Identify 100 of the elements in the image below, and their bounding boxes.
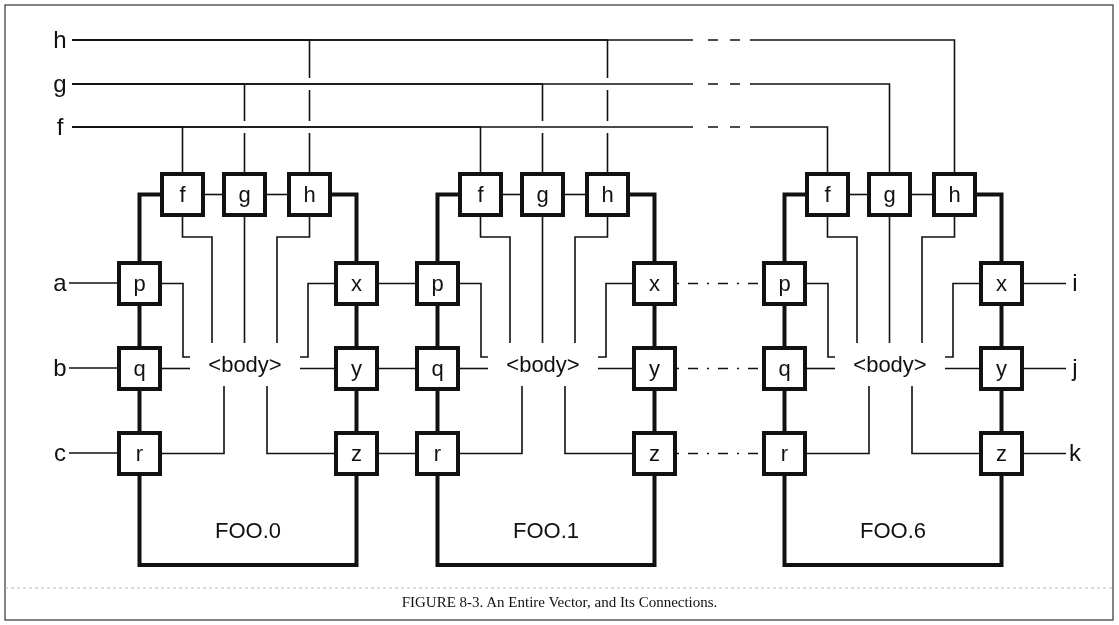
port-box: r bbox=[415, 431, 460, 476]
wire bbox=[652, 391, 657, 431]
wire bbox=[181, 216, 213, 344]
dashed-wire bbox=[71, 83, 891, 173]
port-box: g bbox=[867, 172, 912, 217]
wire bbox=[68, 282, 118, 284]
figure-caption: FIGURE 8-3. An Entire Vector, and Its Connections. bbox=[400, 594, 719, 611]
signal-label: g bbox=[51, 70, 69, 98]
signal-label: j bbox=[1066, 354, 1084, 382]
wire bbox=[435, 192, 458, 261]
wire bbox=[826, 216, 858, 344]
wire bbox=[435, 476, 657, 567]
wire bbox=[597, 367, 633, 370]
wire bbox=[435, 391, 440, 431]
port-box: y bbox=[632, 346, 677, 391]
port-box: q bbox=[415, 346, 460, 391]
port-box: y bbox=[334, 346, 379, 391]
port-box: h bbox=[585, 172, 630, 217]
port-box: r bbox=[117, 431, 162, 476]
wire bbox=[243, 216, 246, 344]
wire bbox=[137, 391, 142, 431]
port-box: x bbox=[334, 261, 379, 306]
wire bbox=[137, 306, 142, 346]
signal-label: c bbox=[51, 439, 69, 467]
wire bbox=[999, 391, 1004, 431]
signal-label: a bbox=[51, 269, 69, 297]
signal-label: k bbox=[1066, 439, 1084, 467]
wire bbox=[266, 193, 288, 196]
port-box: y bbox=[979, 346, 1024, 391]
cell-label: FOO.1 bbox=[513, 518, 579, 544]
wire bbox=[137, 192, 160, 261]
port-box: f bbox=[805, 172, 850, 217]
wire bbox=[921, 216, 956, 344]
wire bbox=[378, 282, 416, 285]
port-box: g bbox=[520, 172, 565, 217]
wire bbox=[911, 385, 980, 455]
wire bbox=[378, 367, 416, 370]
wire bbox=[299, 367, 335, 370]
wire bbox=[68, 367, 118, 369]
wire bbox=[161, 282, 191, 358]
signal-label: i bbox=[1066, 269, 1084, 297]
wire bbox=[68, 452, 118, 454]
port-box: f bbox=[458, 172, 503, 217]
port-box: x bbox=[632, 261, 677, 306]
port-box: z bbox=[334, 431, 379, 476]
wire bbox=[137, 476, 359, 567]
wire bbox=[435, 306, 440, 346]
wire bbox=[354, 391, 359, 431]
wire bbox=[806, 367, 836, 370]
body-label: <body> bbox=[190, 343, 300, 386]
wire bbox=[459, 385, 523, 455]
port-box: f bbox=[160, 172, 205, 217]
wire bbox=[332, 192, 359, 261]
cell-label: FOO.0 bbox=[215, 518, 281, 544]
wire bbox=[806, 282, 836, 358]
port-box: h bbox=[287, 172, 332, 217]
body-label: <body> bbox=[835, 343, 945, 386]
port-box: g bbox=[222, 172, 267, 217]
wire bbox=[911, 193, 933, 196]
wire bbox=[597, 282, 633, 358]
wire bbox=[299, 282, 335, 358]
dashed-wire bbox=[71, 126, 829, 173]
port-box: p bbox=[415, 261, 460, 306]
wire bbox=[782, 391, 787, 431]
wire bbox=[806, 385, 870, 455]
wire bbox=[354, 306, 359, 346]
wire bbox=[161, 385, 225, 455]
port-box: r bbox=[762, 431, 807, 476]
wire bbox=[782, 192, 805, 261]
wire bbox=[652, 306, 657, 346]
wire bbox=[888, 216, 891, 344]
wire bbox=[378, 452, 416, 455]
wire bbox=[564, 385, 633, 455]
port-box: q bbox=[762, 346, 807, 391]
port-box: z bbox=[632, 431, 677, 476]
port-box: x bbox=[979, 261, 1024, 306]
body-label: <body> bbox=[488, 343, 598, 386]
wire bbox=[266, 385, 335, 455]
wire bbox=[459, 367, 489, 370]
wire bbox=[977, 192, 1004, 261]
wire bbox=[944, 367, 980, 370]
signal-label: h bbox=[51, 26, 69, 54]
wire bbox=[1023, 452, 1067, 455]
port-box: z bbox=[979, 431, 1024, 476]
signal-label: f bbox=[51, 113, 69, 141]
port-box: p bbox=[117, 261, 162, 306]
wire bbox=[944, 282, 980, 358]
wire bbox=[574, 216, 609, 344]
port-box: p bbox=[762, 261, 807, 306]
wire bbox=[782, 306, 787, 346]
wire bbox=[630, 192, 657, 261]
wire bbox=[459, 282, 489, 358]
wire bbox=[999, 306, 1004, 346]
port-box: h bbox=[932, 172, 977, 217]
wire bbox=[564, 193, 586, 196]
port-box: q bbox=[117, 346, 162, 391]
wire bbox=[479, 216, 511, 344]
wire bbox=[1023, 282, 1067, 285]
wire bbox=[1023, 367, 1067, 370]
wire bbox=[161, 367, 191, 370]
